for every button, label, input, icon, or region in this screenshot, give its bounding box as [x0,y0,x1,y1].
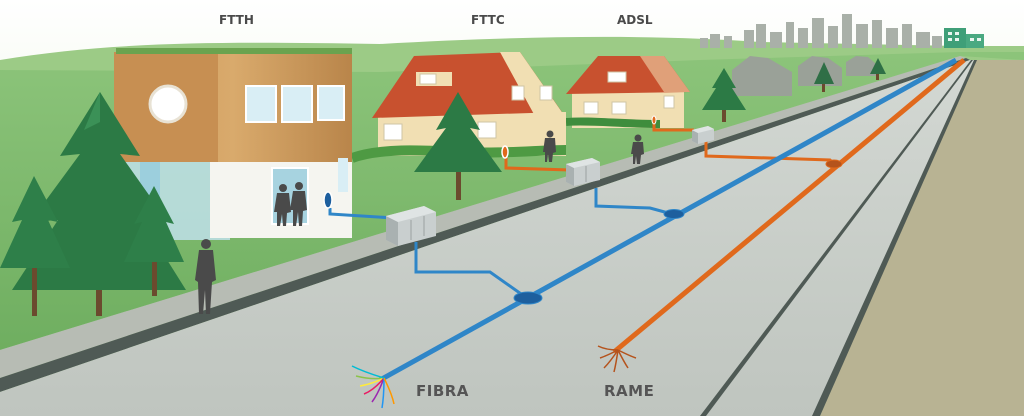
ftth-termination-icon [323,191,333,209]
adsl-hedge [565,117,661,128]
road [0,60,975,416]
street-cabinet-icon [566,158,600,186]
copper-strands-icon [597,345,637,373]
splice-node-icon [663,209,685,219]
person-icon [274,182,307,226]
fibre-strands-icon [351,365,395,409]
fibra-label: FIBRA [416,382,469,400]
rame-label: RAME [604,382,655,400]
curb [0,58,970,392]
person-icon [631,134,644,164]
tree-icon [414,92,502,200]
tree-icon [814,58,886,92]
road-lane-line [700,60,973,416]
street-cabinet-icon [692,126,714,144]
tree-icon [702,68,746,122]
splice-node-icon [513,291,543,305]
fibre-drop-lines [328,188,673,298]
city-skyline-icon [700,14,942,48]
splice-node-icon [825,159,843,169]
person-icon [543,130,556,162]
adsl-termination-icon [651,115,657,125]
road-edge-line [812,60,977,416]
hospital-icon [944,28,984,48]
roadside-verge [820,60,1024,416]
sidewalk [0,56,966,378]
ftth-label: FTTH [219,13,254,27]
tree-icon [124,186,184,296]
ftth-house-icon [114,48,352,240]
fibre-trunk-cable [378,57,958,383]
fttc-termination-icon [501,145,509,159]
adsl-label: ADSL [617,13,653,27]
copper-trunk-cable [612,58,966,354]
street-cabinet-icon [386,206,436,246]
fttc-label: FTTC [471,13,505,27]
person-icon [195,239,216,314]
tree-icon [0,176,70,316]
